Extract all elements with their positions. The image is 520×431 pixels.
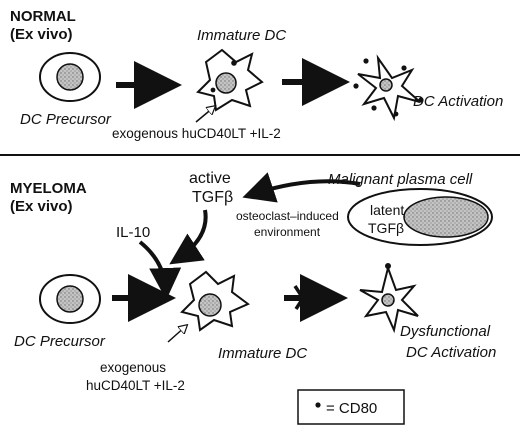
osteoclast-label: osteoclast–induced (236, 209, 339, 223)
il10-to-dc-arrow (138, 240, 182, 300)
active-tgf-label: TGFβ (192, 189, 233, 206)
normal-panel: NORMAL (Ex vivo) DC Precursor Immature D… (10, 8, 503, 141)
myeloma-subtitle: (Ex vivo) (10, 198, 73, 215)
block-x-icon (293, 285, 313, 310)
myeloma-dc-precursor-cell (39, 274, 101, 324)
cd80-dot-icon (315, 402, 321, 408)
tgf-to-dc-arrow (169, 209, 208, 265)
active-label: active (189, 170, 231, 187)
dysfunctional-activation-label: DC Activation (406, 344, 496, 361)
dysfunctional-label: Dysfunctional (400, 323, 491, 340)
myeloma-stimulus-label-1: exogenous (100, 360, 166, 375)
cd80-label: = CD80 (326, 400, 377, 417)
myeloma-precursor-label: DC Precursor (14, 333, 106, 350)
cd80-legend: = CD80 (297, 389, 405, 425)
normal-immature-label: Immature DC (197, 27, 286, 44)
myeloma-stimulus-arrow (167, 326, 186, 343)
myeloma-title: MYELOMA (10, 180, 87, 197)
normal-activated-dc-cell (353, 54, 424, 122)
normal-activation-label: DC Activation (413, 93, 503, 110)
normal-stimulus-label: exogenous huCD40LT +IL-2 (112, 126, 281, 141)
myeloma-stimulus-label-2: huCD40LT +IL-2 (86, 378, 185, 393)
normal-dc-precursor-cell (39, 52, 101, 102)
myeloma-immature-dc-cell (180, 270, 250, 332)
tgf-release-arrow (242, 172, 361, 203)
malignant-plasma-cell (347, 188, 493, 246)
normal-subtitle: (Ex vivo) (10, 26, 73, 43)
myeloma-immature-label: Immature DC (218, 345, 307, 362)
latent-tgf-label: TGFβ (368, 220, 404, 236)
dysfunctional-dc-cell (359, 263, 419, 334)
latent-label: latent (370, 202, 404, 218)
normal-stimulus-arrow (195, 107, 214, 123)
normal-immature-dc-cell (196, 48, 264, 112)
normal-title: NORMAL (10, 8, 76, 25)
myeloma-panel: MYELOMA (Ex vivo) active TGFβ Malignant … (10, 170, 496, 425)
malignant-label: Malignant plasma cell (328, 171, 473, 188)
il10-label: IL-10 (116, 224, 150, 241)
environment-label: environment (254, 225, 321, 239)
normal-precursor-label: DC Precursor (20, 111, 112, 128)
